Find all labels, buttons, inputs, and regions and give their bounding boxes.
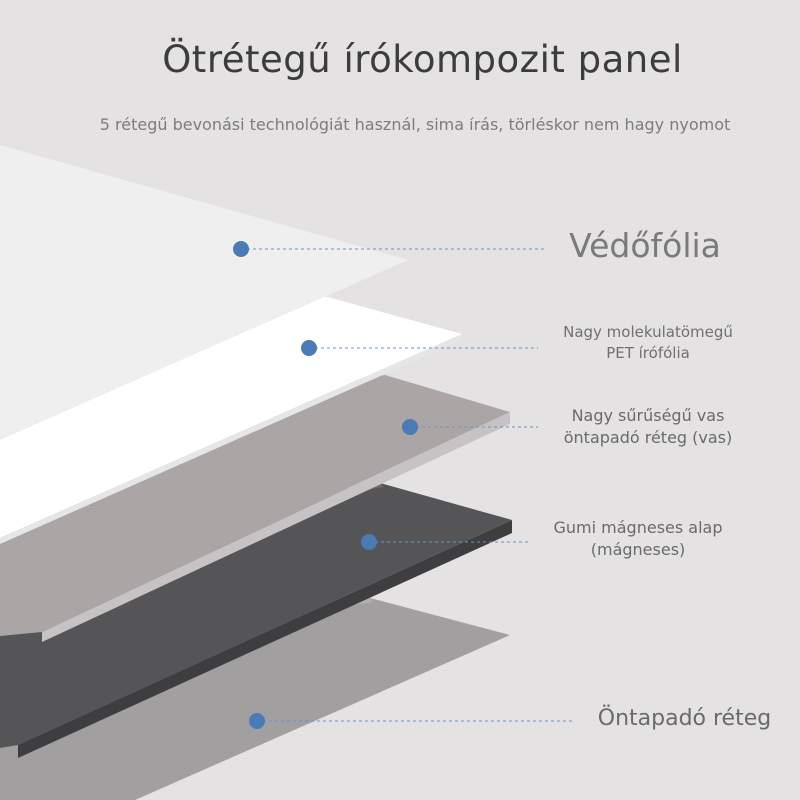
layer-label-magnetic-base: Gumi mágneses alap (mágneses) <box>553 518 723 559</box>
layer-label-protective-film: Védőfólia <box>569 226 721 265</box>
layer-label-iron-layer: Nagy sűrűségű vas öntapadó réteg (vas) <box>563 406 733 447</box>
marker-dot-5 <box>249 713 265 729</box>
layer-label-adhesive: Öntapadó réteg <box>597 706 772 731</box>
magnetic-layer-front-edge <box>18 520 512 758</box>
iron-layer-front-edge <box>42 412 510 642</box>
layer-label-pet-film: Nagy molekulatömegű PET írófólia <box>563 323 733 362</box>
pet-layer-front-edge <box>0 334 462 544</box>
marker-dot-1 <box>233 241 249 257</box>
page-subtitle: 5 rétegű bevonási technológiát használ, … <box>99 115 731 134</box>
marker-dot-2 <box>301 340 317 356</box>
marker-dot-4 <box>361 534 377 550</box>
marker-dot-3 <box>402 419 418 435</box>
protective-film-sheet <box>0 145 408 440</box>
page-title: Ötrétegű írókompozit panel <box>162 38 683 81</box>
